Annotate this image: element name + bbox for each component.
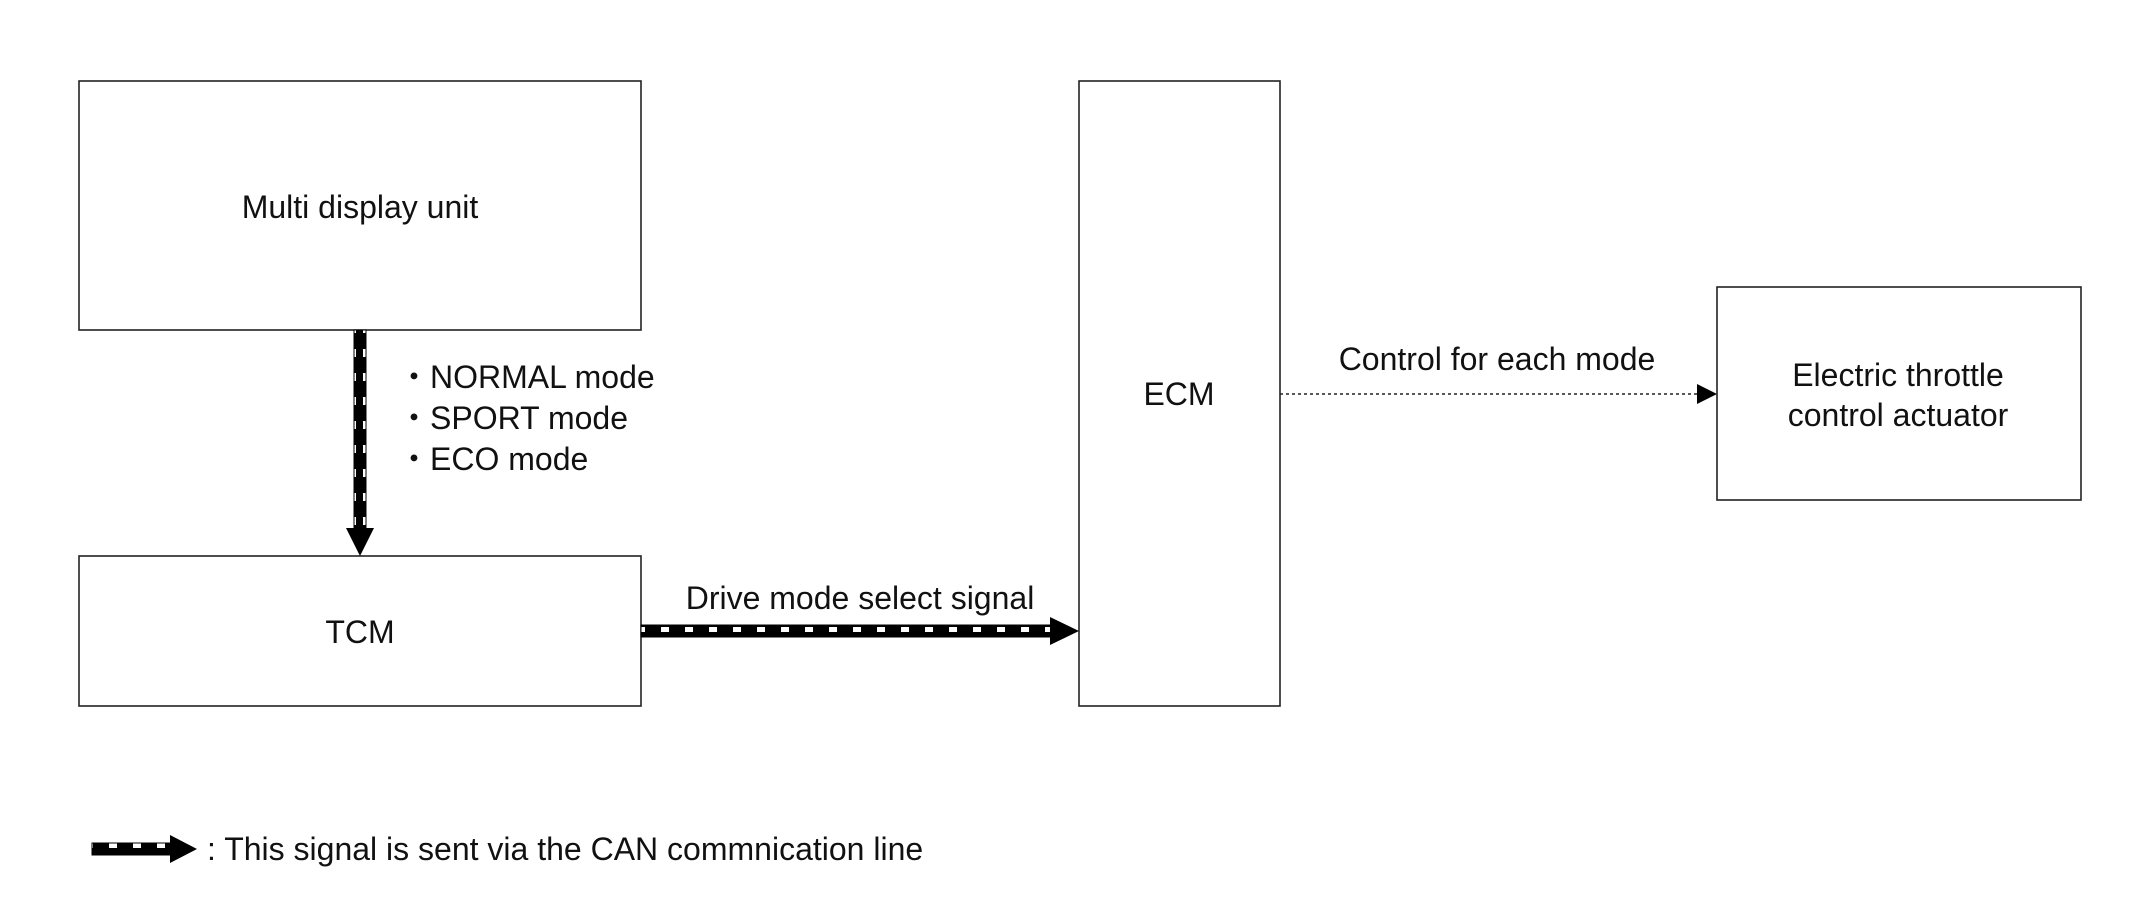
tcm-node: TCM <box>78 555 642 707</box>
tcm-label: TCM <box>325 614 394 650</box>
legend-can-arrow-icon <box>91 835 197 863</box>
mode-list: ・NORMAL mode ・SPORT mode ・ECO mode <box>398 359 655 477</box>
throttle-actuator-label-line2: control actuator <box>1788 397 2009 433</box>
mode-item-sport: ・SPORT mode <box>398 400 628 436</box>
can-arrow-mdu-to-tcm <box>346 329 374 556</box>
control-each-mode-label: Control for each mode <box>1339 341 1656 377</box>
can-arrow-tcm-to-ecm: Drive mode select signal <box>640 580 1079 645</box>
throttle-actuator-node: Electric throttle control actuator <box>1716 286 2082 501</box>
multi-display-unit-label: Multi display unit <box>242 189 479 225</box>
mode-item-normal: ・NORMAL mode <box>398 359 655 395</box>
multi-display-unit-node: Multi display unit <box>78 80 642 331</box>
mode-item-eco: ・ECO mode <box>398 441 588 477</box>
legend: : This signal is sent via the CAN commni… <box>91 831 923 867</box>
control-arrow-ecm-to-actuator: Control for each mode <box>1280 341 1717 404</box>
ecm-node: ECM <box>1078 80 1281 707</box>
legend-can-text: : This signal is sent via the CAN commni… <box>207 831 923 867</box>
drive-mode-select-signal-label: Drive mode select signal <box>686 580 1035 616</box>
throttle-actuator-label-line1: Electric throttle <box>1792 357 2004 393</box>
ecm-label: ECM <box>1143 376 1214 412</box>
